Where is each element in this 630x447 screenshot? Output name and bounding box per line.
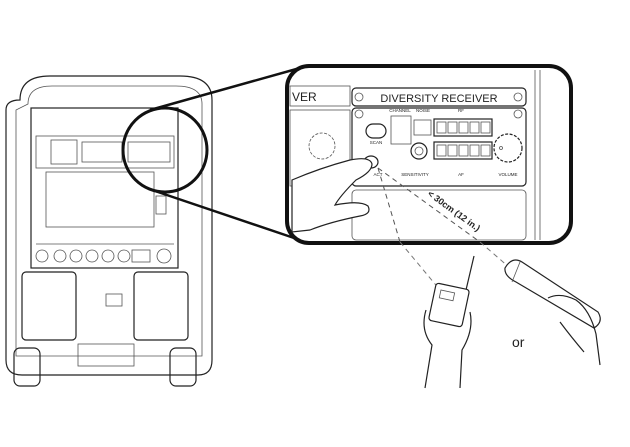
act-label: ACT <box>374 172 383 177</box>
channel-label: CHANNEL <box>389 108 411 113</box>
rf-meter <box>433 118 493 137</box>
channel-display <box>390 115 412 145</box>
magnifier-circle <box>121 106 209 194</box>
knob-row <box>35 248 172 264</box>
rf-label: RF <box>458 108 464 113</box>
speaker-cabinet <box>5 75 213 387</box>
af-meter <box>433 141 493 160</box>
sensitivity-knob[interactable] <box>410 142 428 160</box>
noise-indicator <box>413 119 432 136</box>
volume-knob[interactable] <box>493 133 523 163</box>
scan-label: SCAN <box>370 140 383 145</box>
bodypack-transmitter-in-hand <box>423 255 475 389</box>
volume-label: VOLUME <box>498 172 517 177</box>
sensitivity-label: SENSITIVITY <box>401 172 429 177</box>
af-label: AF <box>458 172 464 177</box>
handheld-microphone-in-hand <box>504 259 601 366</box>
adjacent-receiver-title: VER <box>292 90 317 104</box>
noise-label: NOISE <box>416 108 430 113</box>
panel-title: DIVERSITY RECEIVER <box>380 93 497 105</box>
zoomed-receiver-panel: VER DIVERSITY RECEIVER CHANNEL NOISE RF … <box>285 64 573 245</box>
or-label: or <box>512 334 525 350</box>
hand-pressing-icon <box>291 158 373 233</box>
scan-button[interactable] <box>365 123 387 139</box>
